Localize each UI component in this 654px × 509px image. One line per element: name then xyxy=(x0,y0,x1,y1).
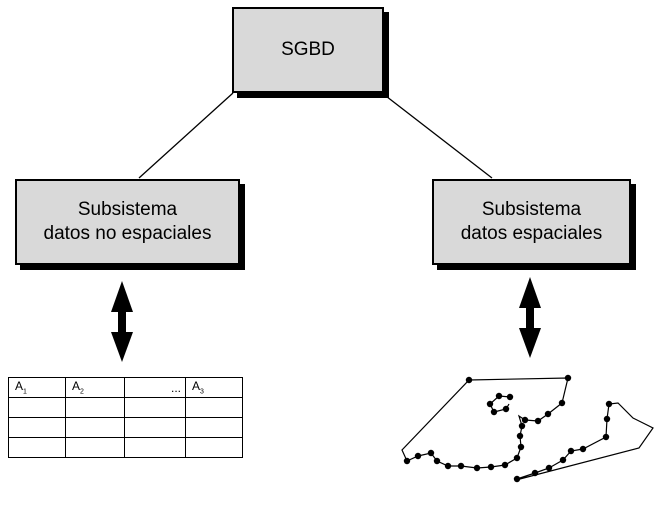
spatial-polyline-right xyxy=(515,402,654,481)
table-row xyxy=(8,417,243,438)
non-spatial-subsystem-line1: Subsistema xyxy=(77,199,178,220)
attribute-table: A1 A2 ... A3 xyxy=(8,377,243,458)
attribute-header-a2: A2 xyxy=(65,377,125,398)
attribute-header-ellipsis: ... xyxy=(124,377,186,398)
sgbd-label: SGBD xyxy=(281,39,335,60)
sgbd-box: SGBD xyxy=(232,7,384,93)
non-spatial-subsystem-box: Subsistema datos no espaciales xyxy=(15,179,240,265)
table-row xyxy=(8,437,243,458)
double-arrow-right xyxy=(519,277,541,358)
spatial-polyline xyxy=(401,377,569,469)
attribute-header-a3: A3 xyxy=(185,377,243,398)
spatial-subsystem-line1: Subsistema xyxy=(481,199,582,220)
spatial-subsystem-box: Subsistema datos espaciales xyxy=(432,179,631,265)
attribute-header-a1: A1 xyxy=(8,377,66,398)
spatial-subsystem-line2: datos espaciales xyxy=(460,223,603,244)
double-arrow-left xyxy=(111,281,133,362)
spatial-vertices xyxy=(403,374,613,483)
connector-line-left xyxy=(138,92,234,179)
non-spatial-subsystem-line2: datos no espaciales xyxy=(43,223,212,244)
table-row xyxy=(8,397,243,418)
spatial-polyline-graphic xyxy=(401,374,654,483)
connector-line-right xyxy=(381,92,493,179)
attribute-table-header: A1 A2 ... A3 xyxy=(8,377,243,398)
